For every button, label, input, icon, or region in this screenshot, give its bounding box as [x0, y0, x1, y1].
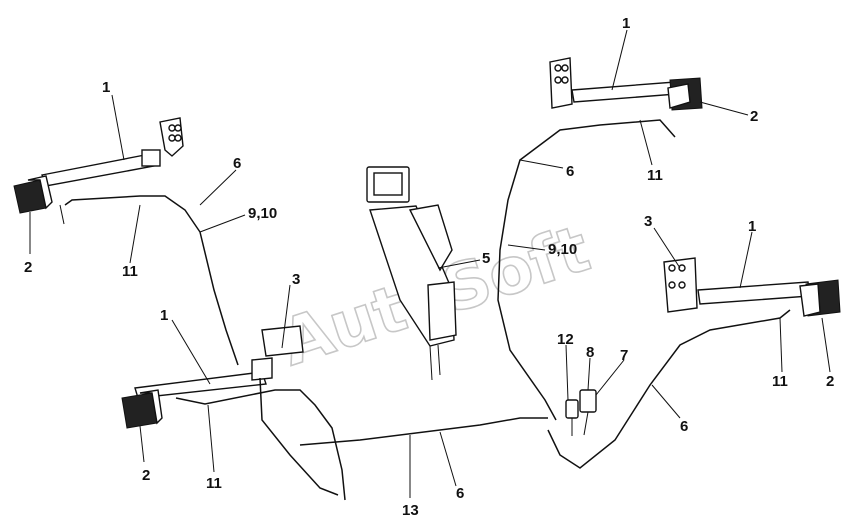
callout-tl-arm: 1	[102, 79, 110, 96]
lamp-assembly-top-left	[13, 117, 184, 214]
callout-br-lamp: 2	[826, 373, 834, 390]
callout-relay-7: 7	[620, 347, 628, 364]
callout-tr-lamp: 2	[750, 108, 758, 125]
lamp-assembly-bottom-left	[121, 325, 304, 429]
callout-tl-clip: 9,10	[248, 205, 277, 222]
callout-br-hose: 11	[772, 373, 788, 390]
relay-group	[565, 389, 597, 436]
callout-bl-lamp: 2	[142, 467, 150, 484]
lamp-assembly-top-right	[549, 57, 703, 111]
callout-ml-arm: 1	[160, 307, 168, 324]
callout-tr-hose: 11	[647, 167, 663, 184]
callout-tl-lamp: 2	[24, 259, 32, 276]
callout-labels: 1 2 6 9,10 11 3 1 2 11 1 2 6 11 3 1 9,10…	[24, 15, 834, 519]
callout-tl-hose: 11	[122, 263, 138, 280]
leader-lines	[29, 29, 831, 498]
callout-bottom-wire: 6	[456, 485, 464, 502]
bottom-harness	[299, 417, 548, 446]
callout-mr-bracket: 3	[644, 213, 652, 230]
tr-harness	[497, 119, 676, 421]
callout-tr-arm: 1	[622, 15, 630, 32]
bl-harness	[175, 389, 346, 501]
callout-br-wire: 6	[680, 418, 688, 435]
callout-tr-wire: 6	[566, 163, 574, 180]
callout-console: 5	[482, 250, 490, 267]
callout-ml-bracket: 3	[292, 271, 300, 288]
tl-harness	[64, 195, 239, 366]
callout-relay-12: 12	[557, 331, 574, 348]
callout-relay-8: 8	[586, 344, 594, 361]
console-5	[366, 166, 457, 381]
callout-bl-hose: 11	[206, 475, 222, 492]
callout-mr-clip: 9,10	[548, 241, 577, 258]
lamp-assembly-bottom-right	[663, 257, 841, 317]
callout-tl-wire: 6	[233, 155, 241, 172]
br-harness	[547, 309, 791, 469]
callout-bottom-main: 13	[402, 502, 419, 519]
callout-mr-arm: 1	[748, 218, 756, 235]
